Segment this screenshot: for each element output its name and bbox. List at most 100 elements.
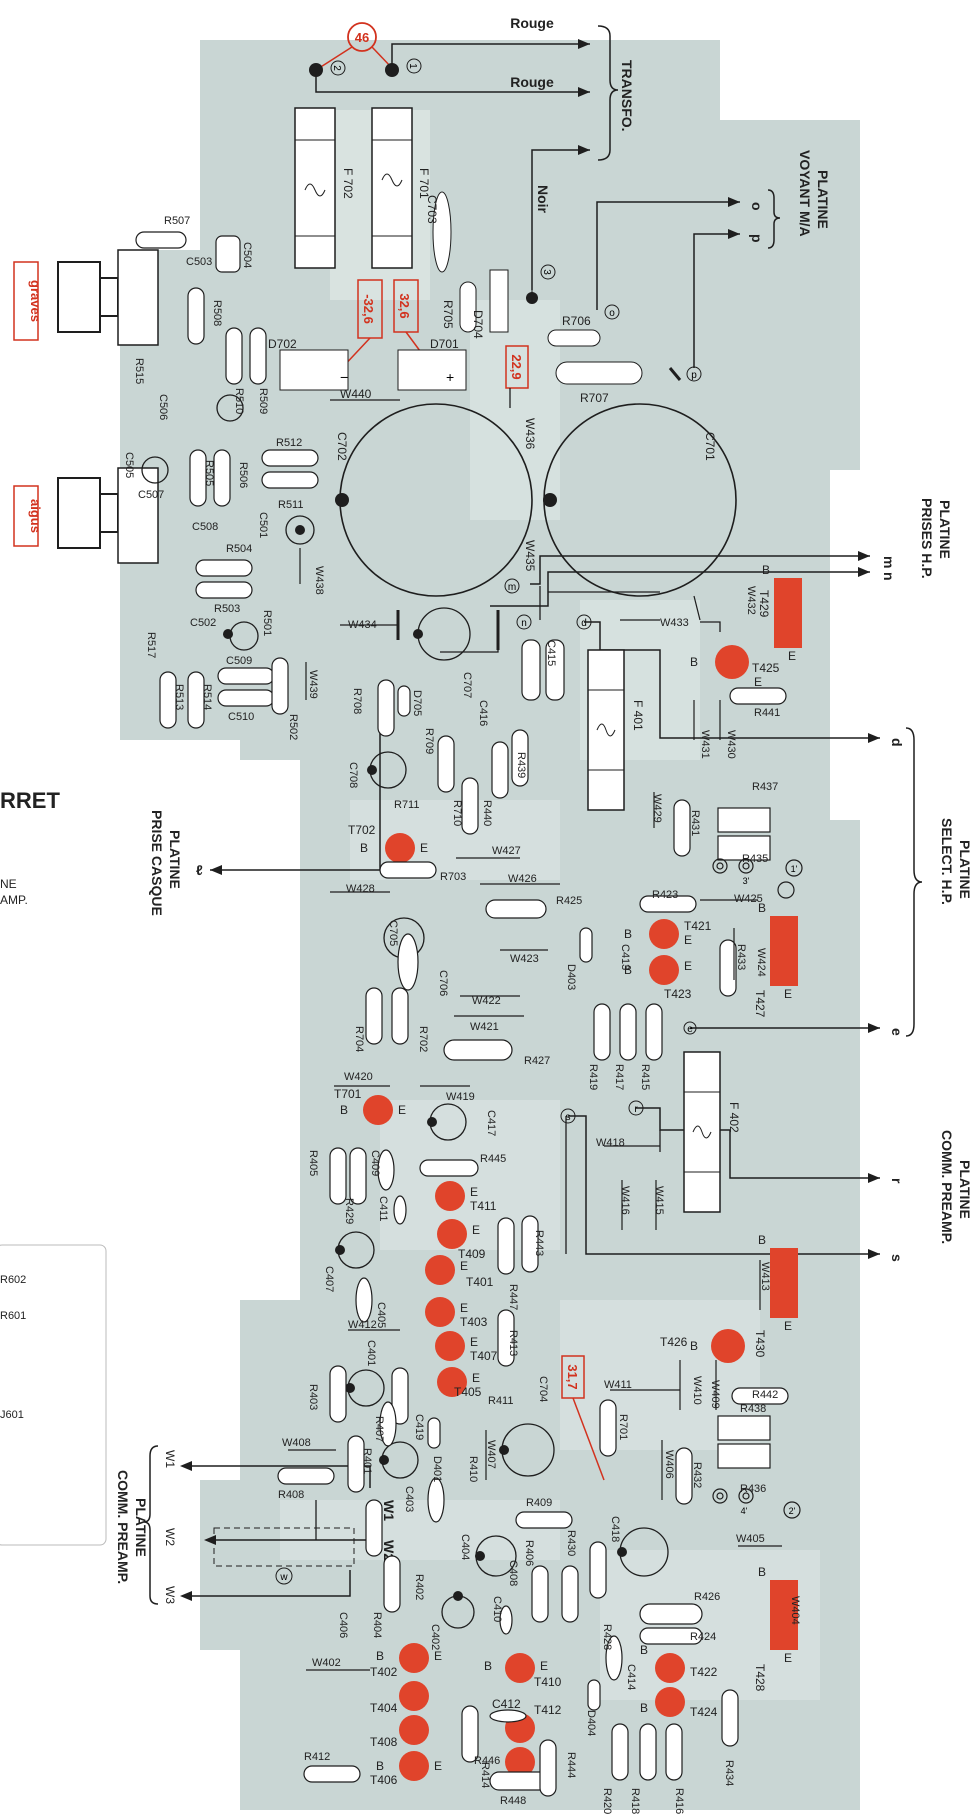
svg-text:C503: C503 xyxy=(186,256,212,268)
svg-text:R410: R410 xyxy=(467,1456,479,1482)
svg-text:R446: R446 xyxy=(474,1755,500,1767)
svg-text:W407: W407 xyxy=(485,1440,497,1469)
svg-text:C410: C410 xyxy=(491,1596,503,1622)
svg-text:R437: R437 xyxy=(752,781,778,793)
svg-text:C407: C407 xyxy=(323,1266,335,1292)
partial-r602-text: R602 xyxy=(0,1274,26,1286)
svg-text:R701: R701 xyxy=(617,1414,629,1440)
svg-text:W406: W406 xyxy=(663,1450,675,1479)
svg-text:R433: R433 xyxy=(735,944,747,970)
partial-r601-text: R601 xyxy=(0,1310,26,1322)
svg-text:R438: R438 xyxy=(740,1403,766,1415)
svg-text:W408: W408 xyxy=(282,1437,311,1449)
resistor-r706 xyxy=(547,329,601,347)
svg-text:T412: T412 xyxy=(534,1703,562,1717)
svg-text:W426: W426 xyxy=(508,873,537,885)
transistor-t423: B E T423 xyxy=(624,955,692,1001)
svg-text:aigus: aigus xyxy=(28,499,43,533)
svg-text:W439: W439 xyxy=(307,670,319,699)
svg-text:e: e xyxy=(687,1024,693,1035)
svg-text:m: m xyxy=(508,582,516,593)
svg-text:D704: D704 xyxy=(471,310,485,339)
svg-text:B: B xyxy=(624,927,632,941)
platine-prise-casque-label: PLATINE xyxy=(167,830,183,889)
transistor-t428: B E T428 xyxy=(753,1565,798,1692)
connector-n: n xyxy=(881,572,897,581)
svg-text:R511: R511 xyxy=(278,499,303,511)
connector-l: ℓ xyxy=(196,862,203,878)
svg-text:T702: T702 xyxy=(348,823,376,837)
svg-text:R414: R414 xyxy=(479,1762,491,1788)
svg-text:2: 2 xyxy=(331,65,342,71)
prises-hp-label: PRISES H.P. xyxy=(919,498,935,579)
svg-text:R444: R444 xyxy=(565,1752,577,1778)
svg-text:R401: R401 xyxy=(361,1448,373,1474)
svg-text:C701: C701 xyxy=(703,432,717,461)
svg-text:R409: R409 xyxy=(526,1497,552,1509)
partial-ne-text: NE xyxy=(0,877,17,891)
svg-text:C707: C707 xyxy=(461,672,473,698)
svg-text:W411: W411 xyxy=(604,1379,632,1391)
svg-text:E: E xyxy=(754,675,762,689)
svg-text:E: E xyxy=(470,1185,478,1199)
svg-text:B: B xyxy=(484,1659,492,1673)
svg-text:d: d xyxy=(581,618,587,629)
svg-text:2': 2' xyxy=(789,1506,796,1516)
component-labels: R507 C503 C504 R508 R510 R509 R515 C506 … xyxy=(123,215,801,1814)
partial-amp-text: AMP. xyxy=(0,893,28,907)
svg-text:W418: W418 xyxy=(596,1137,625,1149)
svg-text:T406: T406 xyxy=(370,1773,398,1787)
transistor-t427: B E T427 xyxy=(753,901,798,1018)
svg-text:C414: C414 xyxy=(625,1664,637,1690)
capacitor-c702: C702 xyxy=(335,403,533,597)
svg-text:T423: T423 xyxy=(664,987,692,1001)
voltage-46: 46 xyxy=(355,30,369,45)
transfo-label: TRANSFO. xyxy=(619,60,635,132)
svg-text:C417: C417 xyxy=(485,1110,497,1136)
svg-text:E: E xyxy=(784,1319,792,1333)
svg-text:C402: C402 xyxy=(429,1624,441,1650)
svg-text:R418: R418 xyxy=(629,1788,641,1814)
svg-text:R415: R415 xyxy=(639,1064,651,1090)
svg-text:graves: graves xyxy=(28,280,43,322)
svg-text:R416: R416 xyxy=(673,1788,685,1814)
svg-text:R430: R430 xyxy=(565,1530,577,1556)
svg-text:W413: W413 xyxy=(759,1262,771,1291)
voltage-box-317: 31,7 xyxy=(561,1355,605,1481)
svg-text:4': 4' xyxy=(741,1506,748,1516)
svg-text:F 701: F 701 xyxy=(417,168,431,199)
svg-text:T429: T429 xyxy=(757,590,771,618)
svg-text:T410: T410 xyxy=(534,1675,562,1689)
resistor-r707 xyxy=(555,361,643,385)
svg-text:R427: R427 xyxy=(524,1055,550,1067)
svg-text:W404: W404 xyxy=(789,1596,801,1625)
transistor-stack-bottom-left: B E T402 T404 T408 B E T406 xyxy=(370,1643,442,1787)
platine-voyant-label: PLATINE xyxy=(815,170,831,229)
svg-text:D403: D403 xyxy=(565,964,577,990)
svg-text:R419: R419 xyxy=(587,1064,599,1090)
svg-text:T428: T428 xyxy=(753,1664,767,1692)
voltage-box-229: 22,9 xyxy=(505,345,529,389)
svg-text:R503: R503 xyxy=(214,603,240,615)
svg-text:R443: R443 xyxy=(533,1230,545,1256)
svg-text:R704: R704 xyxy=(353,1026,365,1052)
svg-text:C419: C419 xyxy=(413,1414,425,1440)
svg-text:W416: W416 xyxy=(619,1186,631,1215)
c703-label: C703 xyxy=(425,195,439,224)
svg-text:C415: C415 xyxy=(545,640,557,666)
platine-prises-hp-label: PLATINE xyxy=(937,500,953,559)
svg-text:C411: C411 xyxy=(377,1196,389,1221)
svg-text:E: E xyxy=(460,1301,468,1315)
svg-text:E: E xyxy=(684,933,692,947)
svg-text:-32,6: -32,6 xyxy=(361,294,376,324)
svg-text:E: E xyxy=(784,987,792,1001)
svg-text:T405: T405 xyxy=(454,1385,482,1399)
svg-text:E: E xyxy=(684,959,692,973)
svg-text:R411: R411 xyxy=(488,1395,513,1407)
svg-text:R403: R403 xyxy=(307,1384,319,1410)
svg-text:W412: W412 xyxy=(348,1319,377,1331)
svg-text:R514: R514 xyxy=(201,684,213,710)
svg-text:R436: R436 xyxy=(740,1483,766,1495)
prise-casque-connection: ℓ PLATINE PRISE CASQUE xyxy=(149,712,381,916)
